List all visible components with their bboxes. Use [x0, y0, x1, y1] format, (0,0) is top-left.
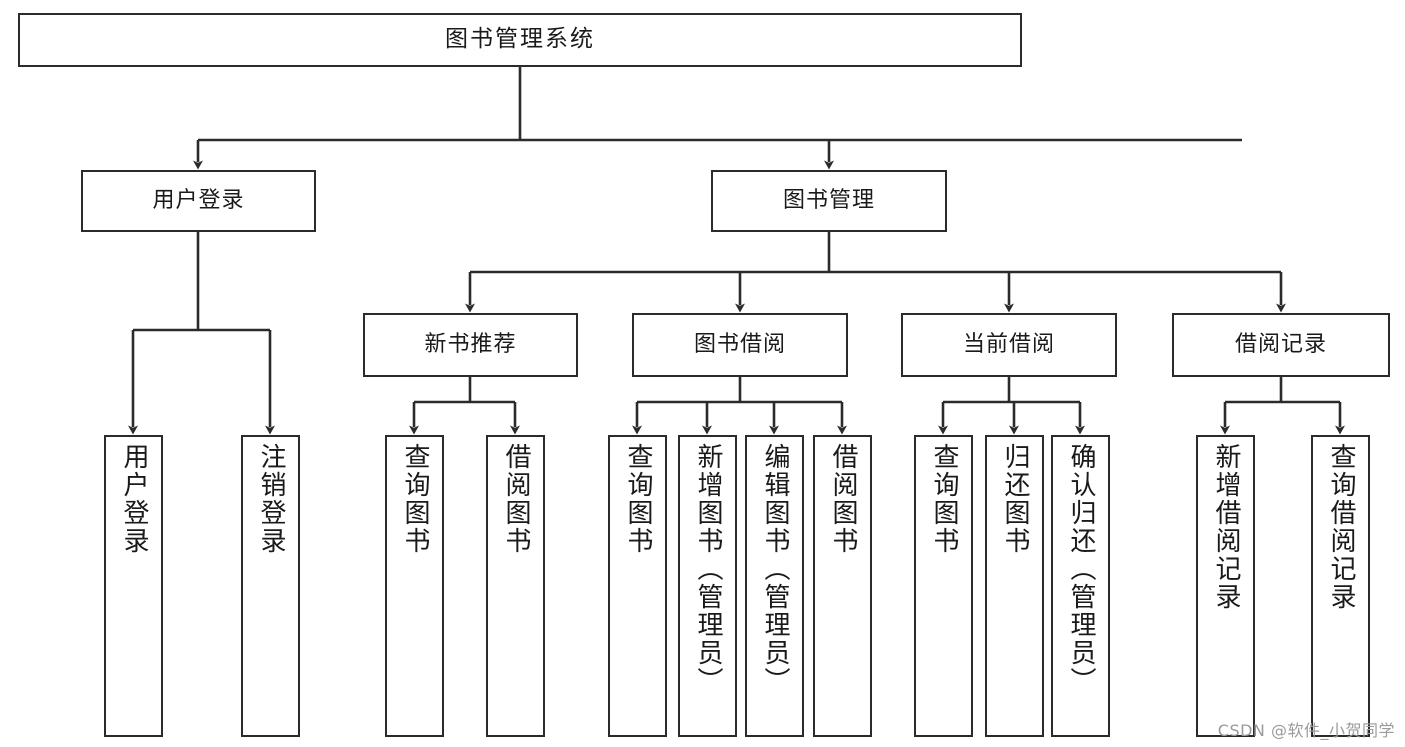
leaf-query-book-recommend[interactable]: 查询图书 [385, 435, 444, 737]
node-label: 新书推荐 [424, 331, 517, 357]
node-label: 查询图书 [400, 443, 431, 555]
leaf-borrow-book-recommend[interactable]: 借阅图书 [486, 435, 545, 737]
node-label: 查询借阅记录 [1326, 443, 1357, 611]
node-book-borrow[interactable]: 图书借阅 [632, 313, 848, 377]
node-label: 当前借阅 [962, 331, 1055, 357]
node-current-borrow[interactable]: 当前借阅 [901, 313, 1117, 377]
node-root-system[interactable]: 图书管理系统 [18, 13, 1022, 67]
node-label: 图书管理系统 [445, 26, 595, 53]
node-label: 借阅图书 [501, 443, 532, 555]
node-label: 用户登录 [119, 443, 150, 555]
leaf-return-book[interactable]: 归还图书 [985, 435, 1044, 737]
node-new-book-recommend[interactable]: 新书推荐 [363, 313, 578, 377]
node-label: 新增图书（管理员） [693, 443, 724, 695]
node-label: 编辑图书（管理员） [760, 443, 791, 695]
node-borrow-record[interactable]: 借阅记录 [1172, 313, 1390, 377]
leaf-borrow-book[interactable]: 借阅图书 [813, 435, 872, 737]
node-label: 新增借阅记录 [1211, 443, 1242, 611]
node-book-management[interactable]: 图书管理 [711, 170, 947, 232]
node-label: 注销登录 [256, 443, 287, 555]
node-label: 确认归还（管理员） [1066, 443, 1097, 695]
leaf-query-borrow-record[interactable]: 查询借阅记录 [1311, 435, 1370, 737]
leaf-logout[interactable]: 注销登录 [241, 435, 300, 737]
watermark: CSDN @软件_小贺同学 [1217, 721, 1395, 740]
leaf-add-book-admin[interactable]: 新增图书（管理员） [678, 435, 737, 737]
node-label: 借阅记录 [1234, 331, 1327, 357]
node-label: 查询图书 [623, 443, 654, 555]
leaf-edit-book-admin[interactable]: 编辑图书（管理员） [745, 435, 804, 737]
node-label: 查询图书 [929, 443, 960, 555]
leaf-query-book-borrow[interactable]: 查询图书 [608, 435, 667, 737]
node-label: 图书管理 [782, 187, 875, 213]
leaf-user-login[interactable]: 用户登录 [104, 435, 163, 737]
node-label: 归还图书 [1000, 443, 1031, 555]
leaf-query-book-current[interactable]: 查询图书 [914, 435, 973, 737]
node-label: 借阅图书 [828, 443, 859, 555]
leaf-confirm-return-admin[interactable]: 确认归还（管理员） [1051, 435, 1110, 737]
leaf-add-borrow-record[interactable]: 新增借阅记录 [1196, 435, 1255, 737]
node-user-login[interactable]: 用户登录 [81, 170, 316, 232]
node-label: 图书借阅 [693, 331, 786, 357]
node-label: 用户登录 [152, 187, 245, 213]
